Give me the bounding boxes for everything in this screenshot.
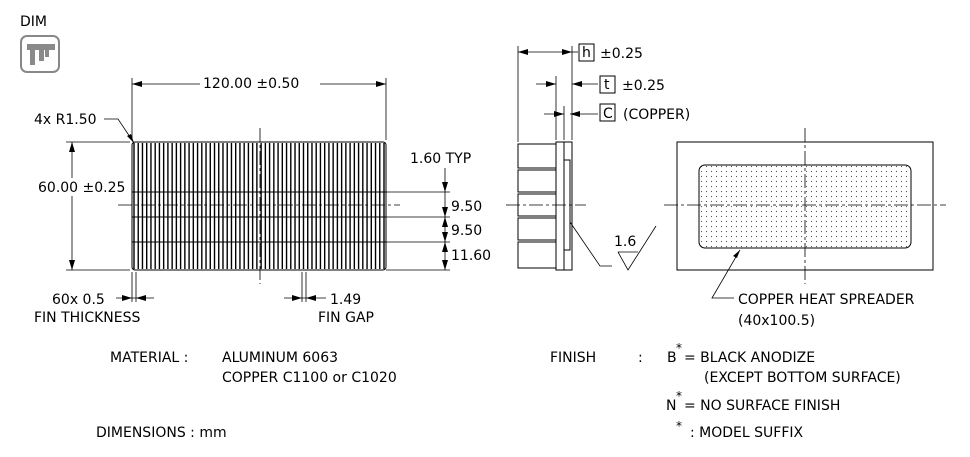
material-line-2: COPPER C1100 or C1020 [222,370,397,386]
spacing-3: 11.60 [451,248,491,264]
copper-note: (COPPER) [623,107,690,123]
width-dimension: 60.00 ±0.25 [38,180,125,196]
fin-thickness-dimension: 60x 0.5 [52,292,105,308]
fin-thickness-label: FIN THICKNESS [34,310,140,326]
material-line-1: ALUMINUM 6063 [222,350,338,366]
finish-b-text: = BLACK ANODIZE [684,350,815,366]
finish-label: FINISH [550,350,596,366]
finish-colon: : [638,350,643,366]
notes: MATERIAL : ALUMINUM 6063 COPPER C1100 or… [96,341,901,441]
surface-roughness: 1.6 [614,234,636,250]
suffix-star: * [676,419,682,433]
t-symbol: t [604,77,610,93]
spreader-label: COPPER HEAT SPREADER [738,292,915,308]
length-dimension: 120.00 ±0.50 [203,76,299,92]
dimensions-unit: DIMENSIONS : mm [96,425,227,441]
finish-n-code: N [666,398,676,414]
finish-n-star: * [676,389,682,403]
material-label: MATERIAL : [110,350,188,366]
h-tolerance: ±0.25 [600,46,643,62]
dim-label: DIM [20,14,47,30]
finish-b-star: * [676,341,682,355]
fin-pitch-typ: 1.60 TYP [410,151,471,167]
finish-b-code: B [667,350,677,366]
fin-array [133,143,385,269]
dim-tool-button[interactable]: DIM [20,14,60,73]
front-view: 120.00 ±0.50 4x R1.50 60.00 ±0.25 1.60 T… [34,74,491,326]
side-view: h ±0.25 t ±0.25 C (COPPER) 1.6 [506,43,690,271]
spacing-1: 9.50 [451,199,482,215]
fin-gap-label: FIN GAP [318,310,374,326]
caliper-icon [27,44,55,65]
h-symbol: h [582,45,591,61]
finish-b-sub: (EXCEPT BOTTOM SURFACE) [704,370,901,386]
suffix-text: : MODEL SUFFIX [690,425,804,441]
t-tolerance: ±0.25 [622,78,665,94]
spacing-2: 9.50 [451,223,482,239]
bottom-view: COPPER HEAT SPREADER (40x100.5) [664,128,946,329]
spreader-size: (40x100.5) [738,313,815,329]
fin-gap-dimension: 1.49 [330,292,361,308]
c-symbol: C [603,106,613,122]
corner-radius-label: 4x R1.50 [34,112,97,128]
heatsink-outline [131,141,387,271]
finish-n-text: = NO SURFACE FINISH [684,398,840,414]
